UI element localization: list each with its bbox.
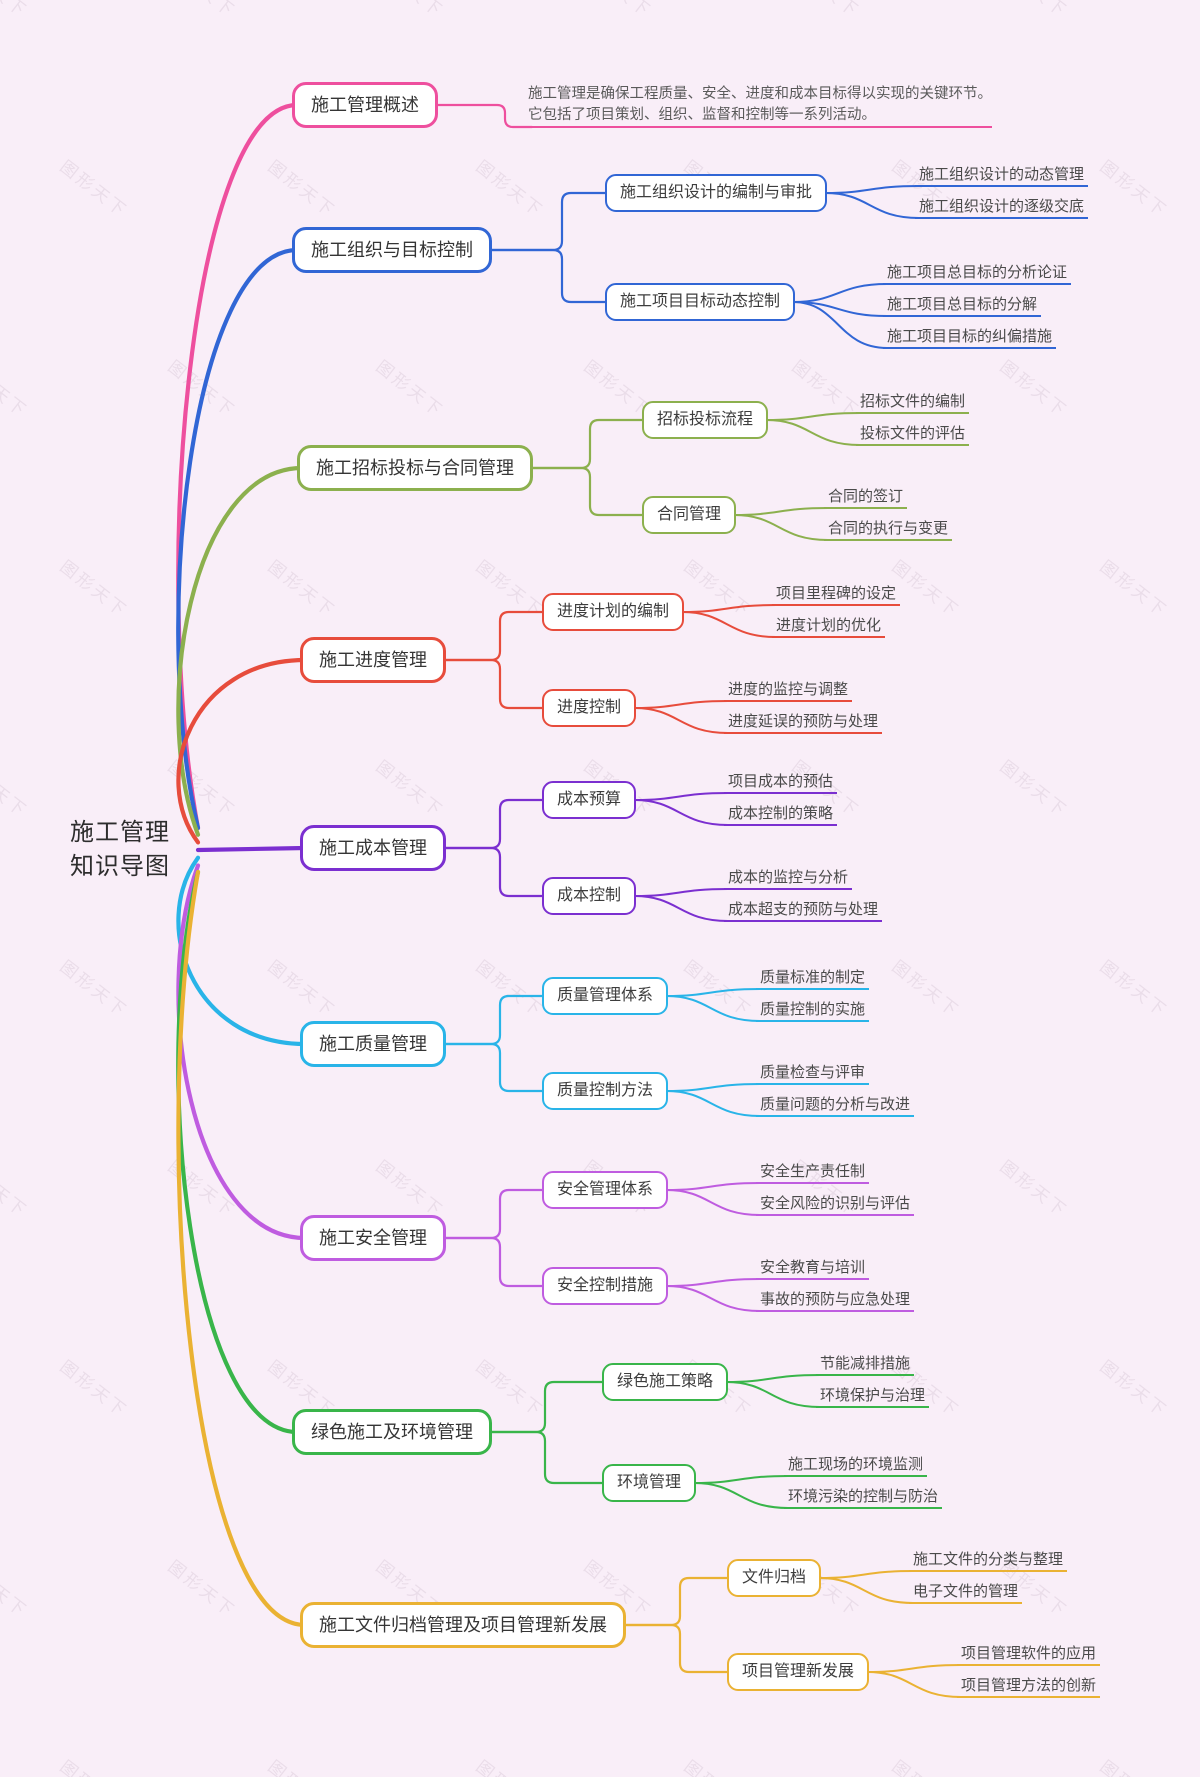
branch-node[interactable]: 施工管理概述 bbox=[292, 82, 438, 128]
leaf-node[interactable]: 进度延误的预防与处理 bbox=[724, 711, 883, 734]
leaf-node[interactable]: 进度的监控与调整 bbox=[724, 679, 853, 702]
leaf-node[interactable]: 施工组织设计的逐级交底 bbox=[915, 196, 1089, 219]
branch-node[interactable]: 施工进度管理 bbox=[300, 637, 446, 683]
leaf-node[interactable]: 成本超支的预防与处理 bbox=[724, 899, 883, 922]
root-title-line2: 知识导图 bbox=[70, 853, 170, 880]
child-node[interactable]: 进度控制 bbox=[542, 689, 637, 727]
leaf-node[interactable]: 成本的监控与分析 bbox=[724, 867, 853, 890]
leaf-node[interactable]: 施工项目总目标的分析论证 bbox=[883, 262, 1072, 285]
child-node[interactable]: 质量管理体系 bbox=[542, 977, 669, 1015]
child-node[interactable]: 成本预算 bbox=[542, 781, 637, 819]
branch-node[interactable]: 施工文件归档管理及项目管理新发展 bbox=[300, 1602, 626, 1648]
leaf-node[interactable]: 质量检查与评审 bbox=[756, 1062, 870, 1085]
branch-node[interactable]: 施工招标投标与合同管理 bbox=[297, 445, 533, 491]
child-node[interactable]: 项目管理新发展 bbox=[727, 1653, 870, 1691]
leaf-node[interactable]: 质量控制的实施 bbox=[756, 999, 870, 1022]
child-node[interactable]: 绿色施工策略 bbox=[602, 1363, 729, 1401]
branch-node[interactable]: 施工安全管理 bbox=[300, 1215, 446, 1261]
branch-node[interactable]: 施工成本管理 bbox=[300, 825, 446, 871]
root-node[interactable]: 施工管理 知识导图 bbox=[70, 816, 170, 884]
child-node[interactable]: 成本控制 bbox=[542, 877, 637, 915]
leaf-node[interactable]: 投标文件的评估 bbox=[856, 423, 970, 446]
leaf-node[interactable]: 合同的签订 bbox=[824, 486, 908, 509]
child-node[interactable]: 进度计划的编制 bbox=[542, 593, 685, 631]
leaf-node[interactable]: 安全风险的识别与评估 bbox=[756, 1193, 915, 1216]
leaf-node[interactable]: 施工组织设计的动态管理 bbox=[915, 164, 1089, 187]
child-node[interactable]: 施工组织设计的编制与审批 bbox=[605, 174, 828, 212]
leaf-node[interactable]: 节能减排措施 bbox=[816, 1353, 915, 1376]
leaf-node[interactable]: 项目里程碑的设定 bbox=[772, 583, 901, 606]
leaf-node[interactable]: 环境保护与治理 bbox=[816, 1385, 930, 1408]
leaf-node[interactable]: 成本控制的策略 bbox=[724, 803, 838, 826]
note-attachment[interactable]: 施工管理是确保工程质量、安全、进度和成本目标得以实现的关键环节。它包括了项目策划… bbox=[528, 84, 992, 128]
leaf-node[interactable]: 施工文件的分类与整理 bbox=[909, 1549, 1068, 1572]
leaf-node[interactable]: 电子文件的管理 bbox=[909, 1581, 1023, 1604]
branch-node[interactable]: 绿色施工及环境管理 bbox=[292, 1409, 492, 1455]
child-node[interactable]: 文件归档 bbox=[727, 1559, 822, 1597]
leaf-node[interactable]: 安全生产责任制 bbox=[756, 1161, 870, 1184]
root-title-line1: 施工管理 bbox=[70, 819, 170, 846]
leaf-node[interactable]: 合同的执行与变更 bbox=[824, 518, 953, 541]
child-node[interactable]: 施工项目目标动态控制 bbox=[605, 283, 796, 321]
child-node[interactable]: 招标投标流程 bbox=[642, 401, 769, 439]
child-node[interactable]: 安全控制措施 bbox=[542, 1267, 669, 1305]
leaf-node[interactable]: 环境污染的控制与防治 bbox=[784, 1486, 943, 1509]
note-text-line2: 它包括了项目策划、组织、监督和控制等一系列活动。 bbox=[528, 107, 876, 123]
leaf-node[interactable]: 质量问题的分析与改进 bbox=[756, 1094, 915, 1117]
leaf-node[interactable]: 安全教育与培训 bbox=[756, 1257, 870, 1280]
child-node[interactable]: 安全管理体系 bbox=[542, 1171, 669, 1209]
child-node[interactable]: 环境管理 bbox=[602, 1464, 697, 1502]
leaf-node[interactable]: 招标文件的编制 bbox=[856, 391, 970, 414]
leaf-node[interactable]: 项目管理软件的应用 bbox=[957, 1643, 1101, 1666]
child-node[interactable]: 质量控制方法 bbox=[542, 1072, 669, 1110]
leaf-node[interactable]: 施工项目总目标的分解 bbox=[883, 294, 1042, 317]
leaf-node[interactable]: 施工现场的环境监测 bbox=[784, 1454, 928, 1477]
leaf-node[interactable]: 事故的预防与应急处理 bbox=[756, 1289, 915, 1312]
child-node[interactable]: 合同管理 bbox=[642, 496, 737, 534]
note-text-line1: 施工管理是确保工程质量、安全、进度和成本目标得以实现的关键环节。 bbox=[528, 86, 992, 102]
leaf-node[interactable]: 质量标准的制定 bbox=[756, 967, 870, 990]
leaf-node[interactable]: 项目成本的预估 bbox=[724, 771, 838, 794]
branch-node[interactable]: 施工组织与目标控制 bbox=[292, 227, 492, 273]
leaf-node[interactable]: 施工项目目标的纠偏措施 bbox=[883, 326, 1057, 349]
branch-node[interactable]: 施工质量管理 bbox=[300, 1021, 446, 1067]
leaf-node[interactable]: 项目管理方法的创新 bbox=[957, 1675, 1101, 1698]
leaf-node[interactable]: 进度计划的优化 bbox=[772, 615, 886, 638]
